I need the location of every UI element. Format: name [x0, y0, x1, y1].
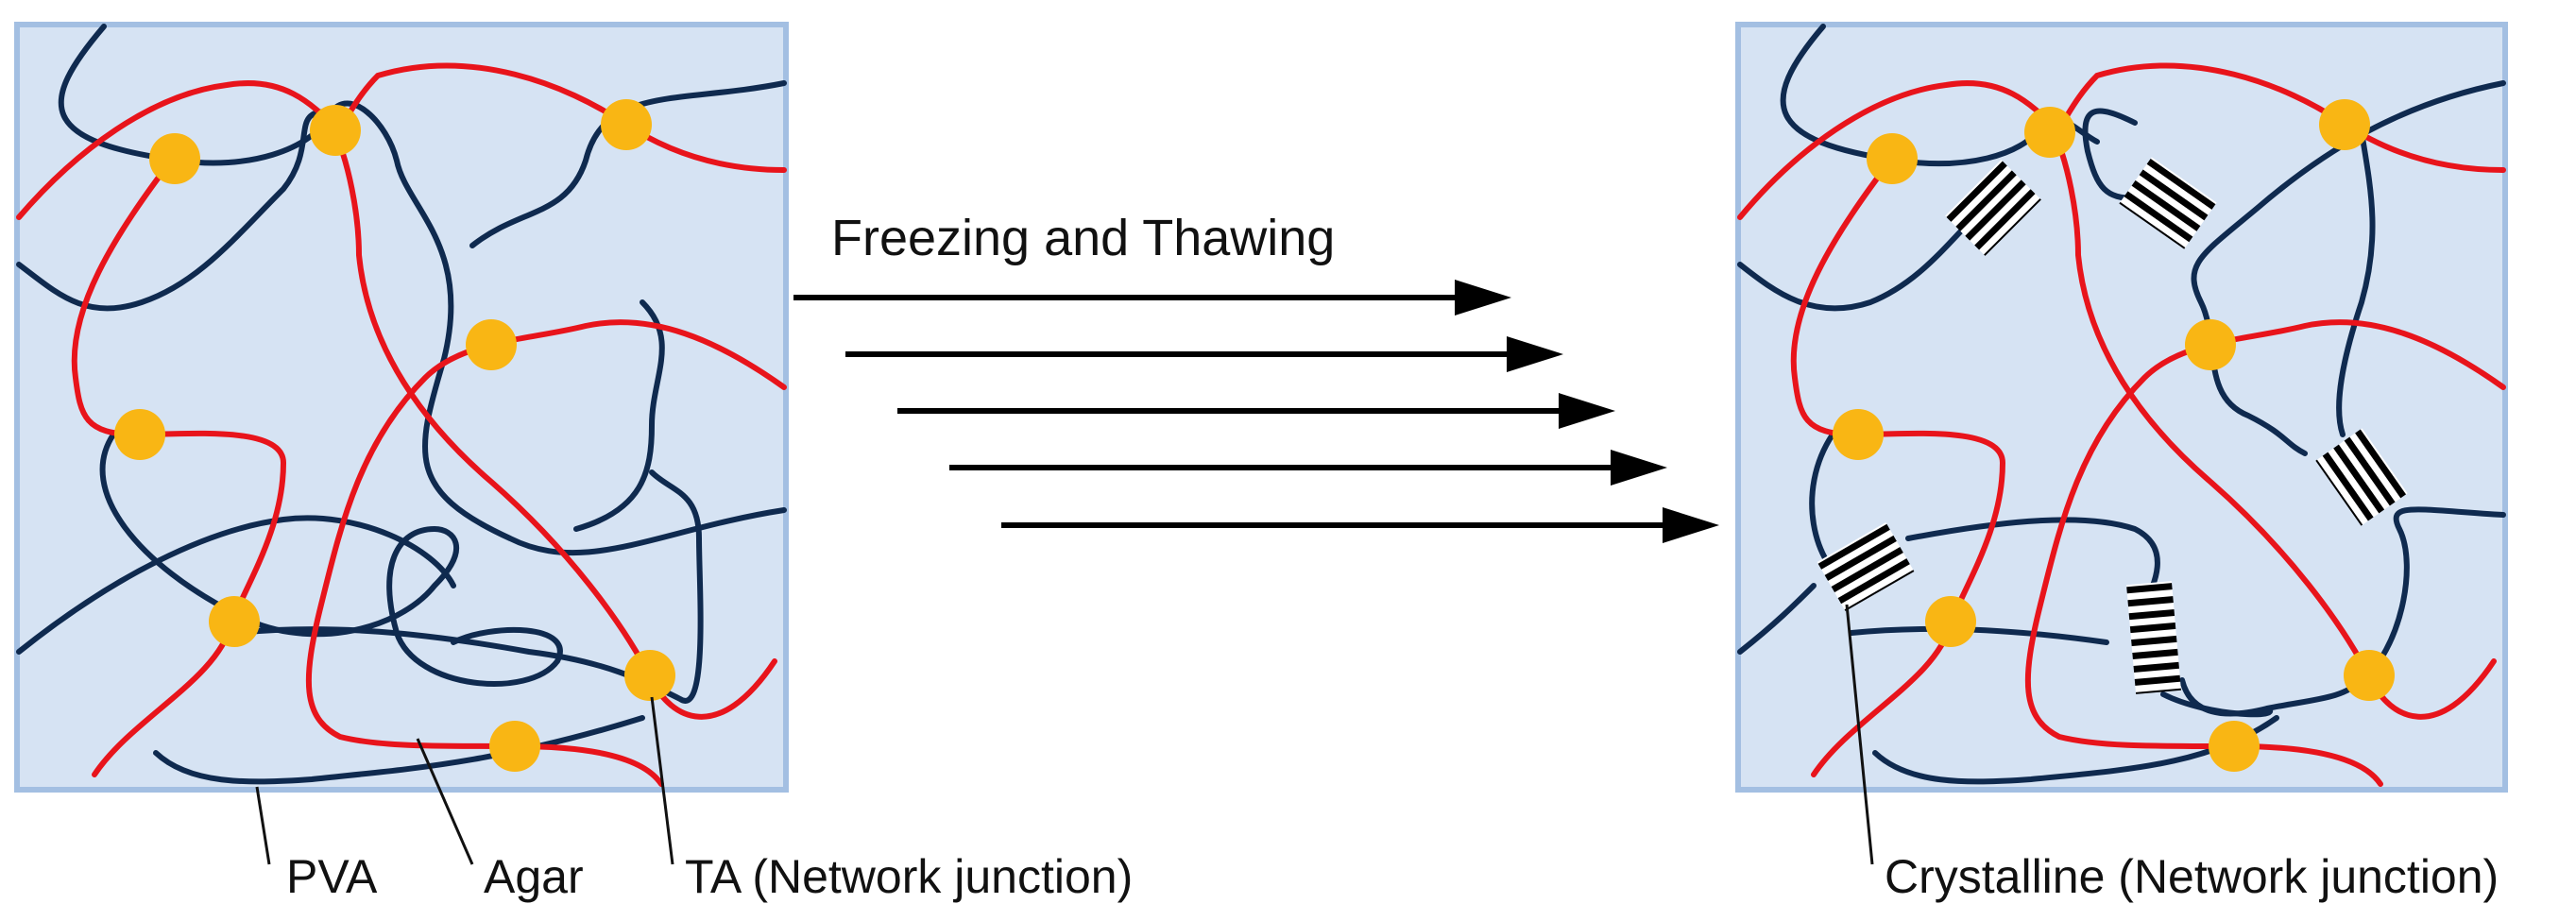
crystalline-label: Crystalline (Network junction) — [1885, 850, 2499, 903]
ta-junction — [624, 650, 675, 701]
left-network-panel: PVA Agar TA (Network junction) — [14, 22, 1133, 903]
ta-junctions — [114, 99, 675, 772]
process-arrows: Freezing and Thawing — [793, 210, 1719, 543]
crystalline-junctions — [1817, 157, 2408, 694]
ta-junction — [489, 721, 540, 772]
ta-junction — [2185, 319, 2236, 370]
agar-chain — [1790, 153, 2006, 777]
agar-label: Agar — [484, 850, 584, 903]
crystalline-junction — [1817, 522, 1915, 611]
ta-junction — [209, 596, 260, 647]
ta-junction — [2319, 99, 2370, 150]
arrow — [897, 393, 1615, 429]
crystalline-junction — [2126, 581, 2181, 694]
arrow — [845, 336, 1563, 372]
pva-leader-line — [255, 786, 271, 865]
ta-junction — [1867, 133, 1918, 184]
crystalline-leader-line — [1845, 604, 1874, 865]
crystalline-junction — [2119, 157, 2217, 249]
left-label-leaders — [255, 696, 674, 865]
pva-chain — [1737, 517, 2160, 655]
ta-junction — [466, 319, 517, 370]
pva-chain — [1737, 214, 1977, 312]
ta-junction — [2024, 107, 2075, 158]
agar-leader-line — [416, 738, 474, 865]
right-network-panel: Crystalline (Network junction) — [1735, 22, 2508, 903]
ta-junction — [1833, 409, 1884, 460]
ta-junction — [114, 409, 165, 460]
pva-chain — [573, 299, 665, 532]
crystalline-junction — [2315, 428, 2408, 526]
ta-junction — [1925, 596, 1976, 647]
process-label: Freezing and Thawing — [831, 210, 1335, 266]
arrow — [793, 280, 1511, 316]
ta-junction — [149, 133, 200, 184]
ta-label: TA (Network junction) — [685, 850, 1133, 903]
arrow — [1001, 507, 1719, 543]
ta-junction — [2344, 650, 2395, 701]
agar-chain — [328, 120, 777, 720]
pva-chain — [2336, 129, 2376, 437]
arrow — [949, 450, 1667, 486]
pva-chain — [2082, 108, 2138, 201]
pva-chain — [99, 432, 563, 687]
agar-chain — [71, 153, 287, 777]
ta-junction — [601, 99, 652, 150]
pva-chain — [469, 80, 787, 248]
agar-chain — [2047, 120, 2497, 720]
crystalline-junction — [1945, 160, 2041, 256]
ta-junction — [2209, 721, 2260, 772]
pva-label: PVA — [286, 850, 378, 903]
ta-junction — [310, 105, 361, 156]
ta-junctions — [1833, 99, 2395, 772]
ta-leader-line — [650, 696, 674, 865]
pva-chain — [16, 109, 343, 312]
pva-chain — [2160, 691, 2273, 718]
